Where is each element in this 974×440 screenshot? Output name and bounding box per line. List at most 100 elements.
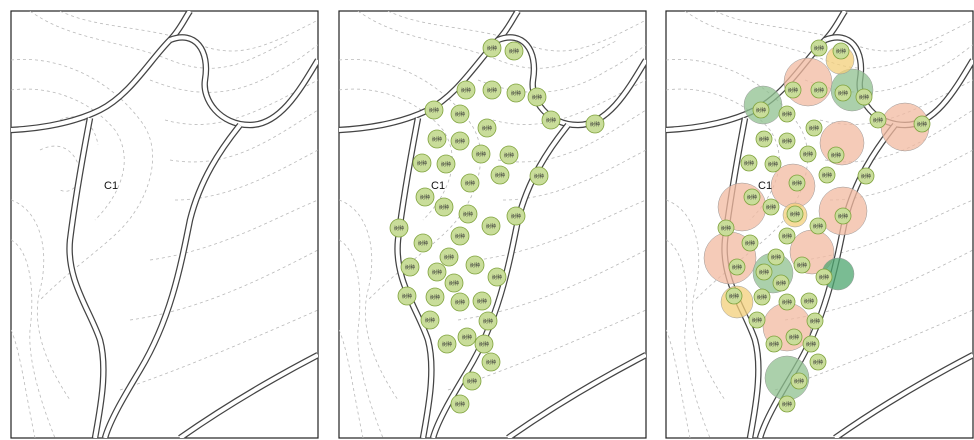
tree-symbol bbox=[456, 80, 476, 100]
small-trees-layer: 树种树种树种树种树种树种树种树种树种树种树种树种树种树种树种树种树种树种树种树种… bbox=[717, 39, 931, 413]
tree-label: 树种 bbox=[442, 341, 452, 348]
tree-label: 树种 bbox=[546, 117, 556, 124]
tree-label: 树种 bbox=[486, 223, 496, 230]
tree-label: 树种 bbox=[873, 117, 883, 124]
tree-label: 树种 bbox=[429, 107, 439, 114]
tree-symbol bbox=[790, 372, 808, 390]
tree-label: 树种 bbox=[782, 299, 792, 306]
parcel-label-c1: C1 bbox=[431, 180, 445, 192]
tree-label: 树种 bbox=[782, 233, 792, 240]
tree-symbol bbox=[805, 119, 823, 137]
tree-label: 树种 bbox=[729, 293, 739, 300]
tree-label: 树种 bbox=[804, 298, 814, 305]
tree-label: 树种 bbox=[590, 121, 600, 128]
tree-symbol bbox=[818, 166, 836, 184]
tree-label: 树种 bbox=[441, 161, 451, 168]
tree-label: 树种 bbox=[476, 151, 486, 158]
tree-label: 树种 bbox=[511, 90, 521, 97]
tree-label: 树种 bbox=[487, 45, 497, 52]
tree-symbol bbox=[778, 227, 796, 245]
tree-label: 树种 bbox=[430, 294, 440, 301]
panel-2: 树种树种树种树种树种树种树种树种树种树种树种树种树种树种树种树种树种树种树种树种… bbox=[338, 10, 647, 439]
tree-symbol bbox=[806, 312, 824, 330]
road-network bbox=[11, 11, 318, 438]
tree-symbol bbox=[450, 131, 470, 151]
panel-3: 树种树种树种树种树种树种树种树种树种树种树种树种树种树种树种树种树种树种树种树种… bbox=[665, 10, 974, 439]
tree-label: 树种 bbox=[782, 111, 792, 118]
tree-symbol bbox=[755, 130, 773, 148]
tree-symbol bbox=[815, 268, 833, 286]
tree-label: 树种 bbox=[461, 87, 471, 94]
tree-symbol bbox=[725, 287, 743, 305]
tree-label: 树种 bbox=[756, 107, 766, 114]
tree-label: 树种 bbox=[420, 194, 430, 201]
tree-label: 树种 bbox=[745, 240, 755, 247]
tree-label: 树种 bbox=[439, 204, 449, 211]
tree-symbol bbox=[778, 132, 796, 150]
tree-label: 树种 bbox=[532, 94, 542, 101]
tree-symbol bbox=[474, 334, 494, 354]
tree-label: 树种 bbox=[405, 264, 415, 271]
tree-label: 树种 bbox=[859, 94, 869, 101]
tree-symbol bbox=[748, 311, 766, 329]
tree-label: 树种 bbox=[509, 48, 519, 55]
tree-symbol bbox=[425, 287, 445, 307]
tree-symbol bbox=[389, 218, 409, 238]
tree-symbol bbox=[913, 115, 931, 133]
tree-label: 树种 bbox=[455, 299, 465, 306]
tree-label: 树种 bbox=[782, 401, 792, 408]
tree-label: 树种 bbox=[917, 121, 927, 128]
tree-symbol bbox=[778, 105, 796, 123]
tree-label: 树种 bbox=[813, 359, 823, 366]
tree-symbol bbox=[412, 153, 432, 173]
tree-symbol bbox=[504, 41, 524, 61]
tree-label: 树种 bbox=[809, 125, 819, 132]
tree-label: 树种 bbox=[759, 136, 769, 143]
tree-label: 树种 bbox=[467, 378, 477, 385]
tree-symbol bbox=[728, 258, 746, 276]
tree-symbol bbox=[436, 154, 456, 174]
tree-label: 树种 bbox=[449, 280, 459, 287]
tree-label: 树种 bbox=[425, 317, 435, 324]
tree-symbol bbox=[450, 292, 470, 312]
parcel-label-c1: C1 bbox=[104, 180, 118, 192]
tree-symbol bbox=[460, 173, 480, 193]
tree-label: 树种 bbox=[721, 225, 731, 232]
tree-label: 树种 bbox=[757, 294, 767, 301]
tree-symbol bbox=[458, 204, 478, 224]
tree-label: 树种 bbox=[803, 151, 813, 158]
tree-symbol bbox=[471, 144, 491, 164]
tree-label: 树种 bbox=[861, 173, 871, 180]
tree-symbol bbox=[585, 114, 605, 134]
tree-label: 树种 bbox=[455, 401, 465, 408]
tree-label: 树种 bbox=[776, 280, 786, 287]
contour-lines bbox=[11, 11, 318, 438]
tree-symbol bbox=[490, 165, 510, 185]
tree-symbol bbox=[753, 288, 771, 306]
tree-symbol bbox=[541, 110, 561, 130]
tree-symbol bbox=[767, 248, 785, 266]
tree-label: 树种 bbox=[792, 180, 802, 187]
tree-symbol bbox=[778, 293, 796, 311]
tree-label: 树种 bbox=[462, 334, 472, 341]
tree-label: 树种 bbox=[838, 90, 848, 97]
tree-symbol bbox=[506, 206, 526, 226]
tree-symbol bbox=[477, 118, 497, 138]
tree-label: 树种 bbox=[814, 87, 824, 94]
tree-symbol bbox=[793, 256, 811, 274]
tree-label: 树种 bbox=[492, 274, 502, 281]
tree-label: 树种 bbox=[789, 334, 799, 341]
tree-symbol bbox=[420, 310, 440, 330]
tree-symbol bbox=[740, 154, 758, 172]
tree-label: 树种 bbox=[790, 211, 800, 218]
tree-symbol bbox=[450, 394, 470, 414]
tree-label: 树种 bbox=[511, 213, 521, 220]
tree-label: 树种 bbox=[752, 317, 762, 324]
tree-label: 树种 bbox=[495, 172, 505, 179]
tree-symbol bbox=[444, 273, 464, 293]
tree-symbol bbox=[427, 262, 447, 282]
tree-symbol bbox=[765, 335, 783, 353]
tree-label: 树种 bbox=[417, 160, 427, 167]
tree-label: 树种 bbox=[766, 204, 776, 211]
